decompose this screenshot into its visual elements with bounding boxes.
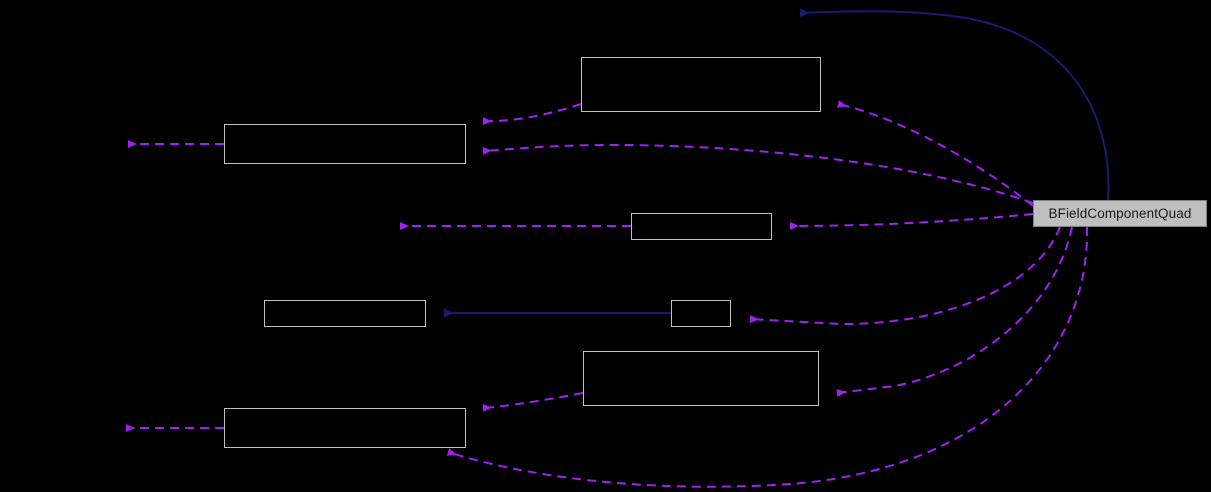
graph-node-bfieldcomponentquad[interactable]: BFieldComponentQuad [1033,200,1207,227]
edge-quad-to-middle [789,213,1034,230]
edge-quad-to-upperleft [482,144,1034,204]
graph-node-row-small[interactable] [671,300,731,327]
edge-quad-to-lower [836,226,1073,397]
graph-node-top[interactable] [581,57,821,112]
graph-node-bottom-left[interactable] [224,408,466,448]
edge-top-to-upperleft [482,103,582,125]
graph-node-upper-left[interactable] [224,124,466,164]
edge-lower-to-bottomleft [482,392,584,412]
edge-self-loop-top [799,8,1110,201]
edge-quad-to-top [837,100,1034,207]
graph-node-lower[interactable] [583,351,819,406]
graph-node-bfieldcomponentquad-label: BFieldComponentQuad [1048,205,1192,221]
graph-node-row-left[interactable] [264,300,426,327]
edge-quad-to-rowsmall [749,226,1061,326]
graph-node-middle[interactable] [631,213,772,240]
edge-quad-to-bottomleft [446,226,1089,488]
